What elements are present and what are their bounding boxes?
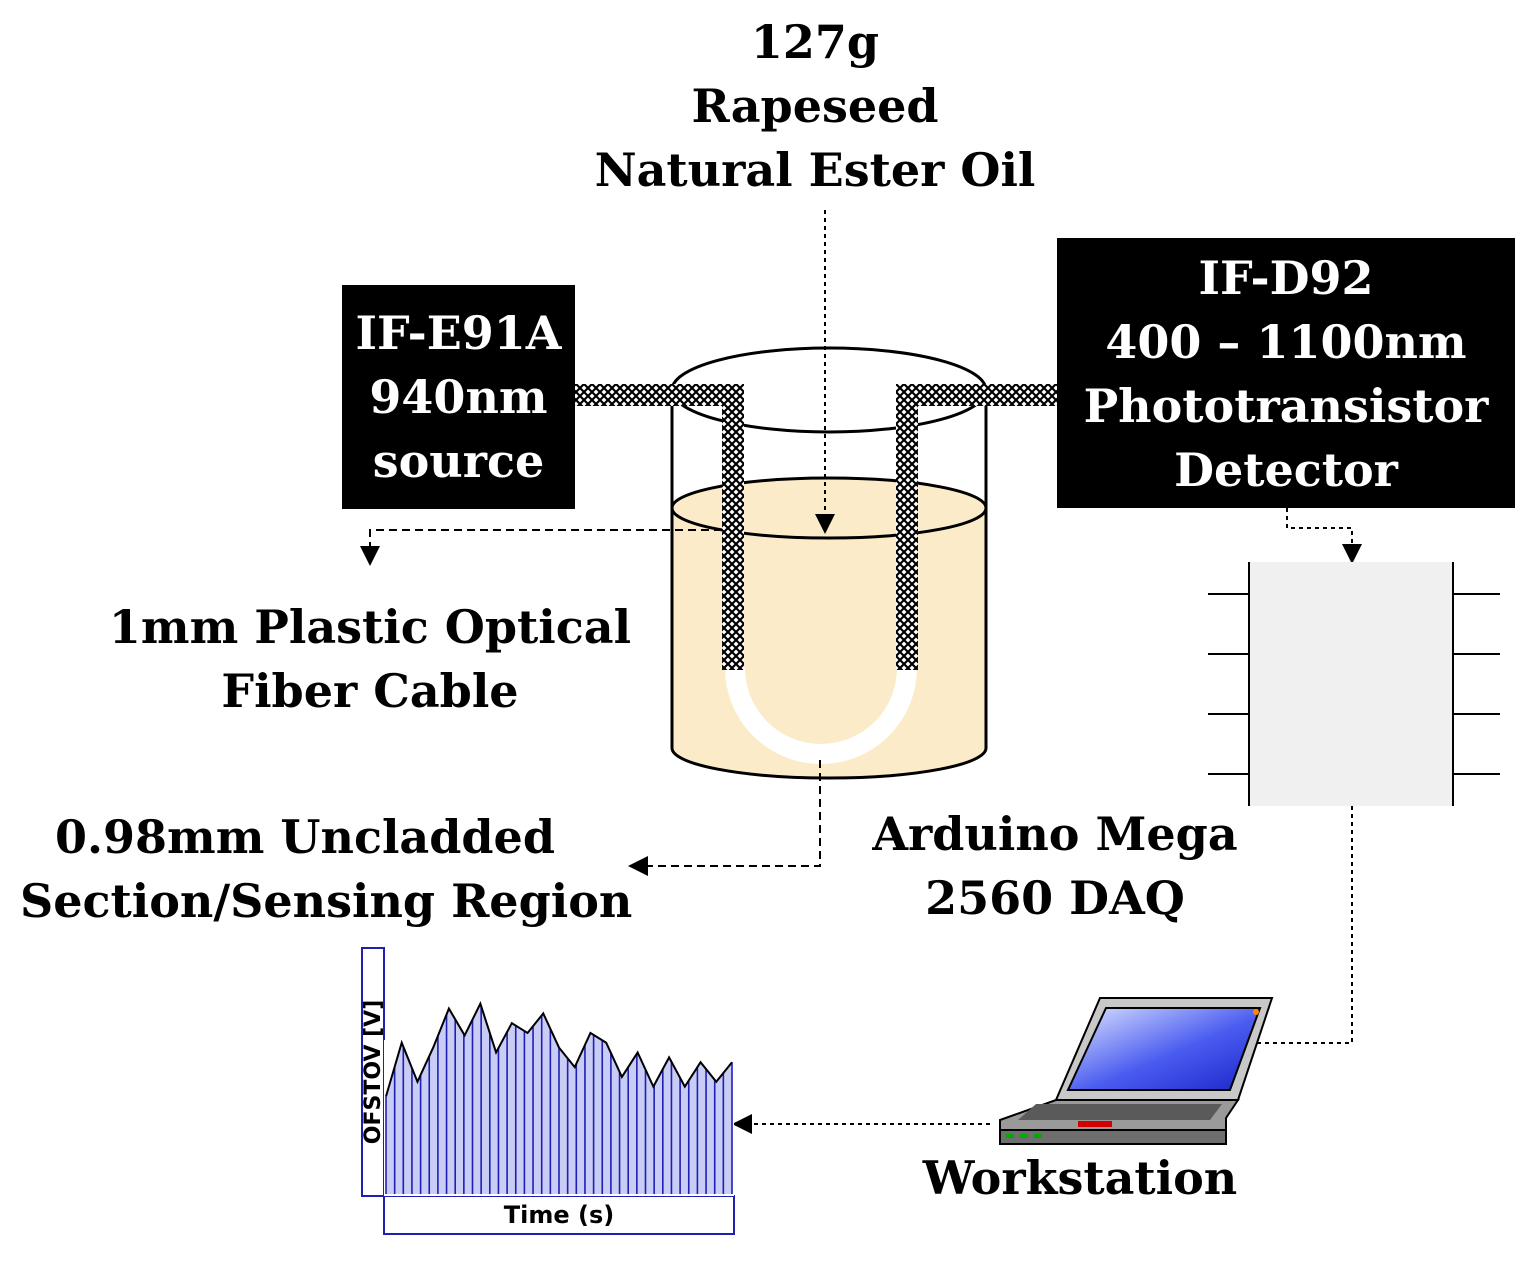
- sensing-label-line: Section/Sensing Region: [20, 874, 633, 928]
- detector-line: 400 – 1100nm: [1105, 315, 1467, 369]
- fiber-arrow: [360, 529, 722, 566]
- sensing-label: 0.98mm Uncladded Section/Sensing Region: [20, 805, 633, 933]
- detector-box: IF-D92 400 – 1100nm Phototransistor Dete…: [1057, 238, 1515, 508]
- arduino-daq: [1208, 562, 1500, 806]
- sensing-label-line: 0.98mm Uncladded: [54, 810, 555, 864]
- laptop-screen: [1066, 1007, 1262, 1091]
- detector-line: IF-D92: [1198, 251, 1374, 305]
- plot-ylabel: OFSTOV [V]: [361, 1000, 386, 1145]
- fiber-label: 1mm Plastic Optical Fiber Cable: [100, 595, 640, 723]
- daq-board: [1249, 562, 1453, 806]
- detector-line: Phototransistor: [1083, 379, 1489, 433]
- daq-label-line: Arduino Mega: [872, 807, 1238, 861]
- fiber-vertical-right: [896, 384, 918, 670]
- fiber-label-line: 1mm Plastic Optical: [108, 600, 632, 654]
- source-line: source: [372, 434, 545, 488]
- source-line: 940nm: [369, 370, 548, 424]
- oil-body: [672, 508, 986, 778]
- detector-arrow: [1286, 508, 1362, 564]
- oil-label-line: Natural Ester Oil: [594, 143, 1036, 197]
- xlabel-frame: [383, 1195, 735, 1235]
- oil-label-line: 127g: [750, 15, 880, 69]
- optical-fiber: [575, 384, 1058, 764]
- oil-label: 127g Rapeseed Natural Ester Oil: [560, 10, 1070, 202]
- plot-xlabel: Time (s): [504, 1201, 614, 1229]
- source-line: IF-E91A: [355, 306, 562, 360]
- laptop-icon[interactable]: [999, 997, 1274, 1145]
- uncladded-section: [725, 667, 917, 764]
- oil-label-line: Rapeseed: [691, 79, 939, 133]
- fiber-vertical-left: [722, 384, 744, 670]
- workstation-label-text: Workstation: [922, 1151, 1238, 1205]
- fiber-horizontal-right: [896, 384, 1058, 406]
- sensing-arrow: [628, 760, 821, 876]
- daq-label-line: 2560 DAQ: [925, 871, 1185, 925]
- daq-label: Arduino Mega 2560 DAQ: [860, 802, 1250, 930]
- workstation-label[interactable]: Workstation: [900, 1146, 1260, 1210]
- output-plot: OFSTOV [V] Time (s): [361, 947, 735, 1235]
- trace-line: [385, 1001, 733, 1097]
- beaker: [670, 346, 988, 780]
- fiber-label-line: Fiber Cable: [221, 664, 519, 718]
- fiber-horizontal-left: [575, 384, 743, 406]
- source-box: IF-E91A 940nm source: [342, 285, 575, 509]
- detector-line: Detector: [1174, 443, 1398, 497]
